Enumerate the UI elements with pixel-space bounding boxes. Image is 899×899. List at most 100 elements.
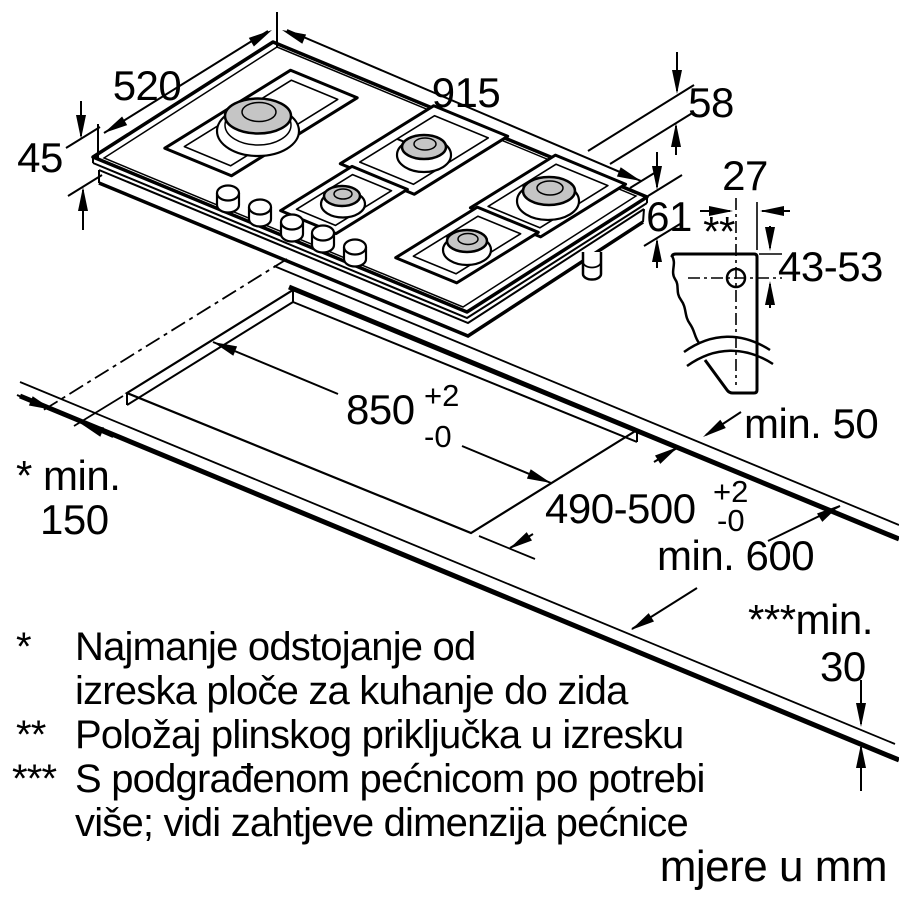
arrowhead bbox=[856, 703, 866, 727]
burner-cap-top bbox=[536, 180, 564, 196]
dimension-line bbox=[644, 432, 702, 457]
label-side-clearance-2: 150 bbox=[40, 496, 109, 543]
units-note: mjere u mm bbox=[660, 842, 887, 891]
control-knobs bbox=[215, 184, 368, 268]
break-line-upper bbox=[683, 335, 771, 354]
label-front-clearance-1: ***min. bbox=[748, 596, 873, 643]
arrowhead bbox=[760, 206, 784, 216]
worktop-line bbox=[126, 301, 294, 406]
burner-grate bbox=[163, 68, 359, 178]
dimension-line bbox=[286, 29, 642, 182]
label-front-clearance-2: 30 bbox=[820, 643, 866, 690]
bracket-outline bbox=[670, 252, 759, 395]
arrowhead bbox=[655, 447, 678, 464]
arrowhead bbox=[652, 238, 662, 262]
arrowhead bbox=[248, 30, 272, 47]
burner-grate bbox=[468, 153, 628, 239]
burner-cap-top bbox=[457, 232, 479, 246]
knob-top bbox=[215, 184, 241, 202]
burner-grate bbox=[279, 164, 409, 236]
label-hob-width: 915 bbox=[432, 69, 501, 116]
label-cutout-length-minus: -0 bbox=[424, 419, 452, 454]
arrowhead bbox=[76, 115, 86, 139]
arrowhead bbox=[213, 342, 238, 356]
arrowhead bbox=[671, 123, 681, 147]
footnote-3-marker: *** bbox=[12, 757, 57, 801]
footnote-2-marker: ** bbox=[16, 713, 46, 757]
arrowhead bbox=[631, 613, 654, 630]
dimension-labels: 520 915 45 58 61 27 ** 43-53 min. 50 850… bbox=[16, 62, 883, 690]
arrowhead bbox=[616, 167, 641, 181]
dimension-line bbox=[103, 30, 269, 134]
dimension-line bbox=[67, 174, 103, 197]
hob-tray-top-edge bbox=[98, 169, 645, 325]
worktop-line bbox=[19, 393, 899, 763]
hob-isometric-view bbox=[91, 40, 649, 338]
burner-cap-top bbox=[333, 188, 353, 200]
label-gas-marker: ** bbox=[703, 208, 735, 255]
dimension-line bbox=[587, 84, 695, 152]
label-side-clearance-1: * min. bbox=[16, 452, 120, 499]
label-gas-depth: 43-53 bbox=[778, 243, 883, 290]
arrowhead bbox=[526, 469, 551, 483]
dimension-line bbox=[73, 395, 124, 427]
footnote-1-line-2: izreska ploče za kuhanje do zida bbox=[75, 669, 629, 713]
label-hob-depth: 520 bbox=[113, 62, 182, 109]
arrowhead bbox=[282, 30, 307, 44]
label-depth-below-top: 61 bbox=[646, 193, 692, 240]
label-hob-height: 45 bbox=[17, 134, 63, 181]
control-knob bbox=[247, 198, 273, 228]
arrowhead bbox=[28, 396, 53, 410]
label-cutout-width-plus: +2 bbox=[713, 474, 748, 509]
footnote-3-line-2: više; vidi zahtjeve dimenzija pećnice bbox=[75, 801, 688, 845]
footnote-1-line-1: Najmanje odstojanje od bbox=[75, 625, 475, 669]
dimension-line bbox=[65, 126, 101, 149]
arrowhead bbox=[709, 206, 733, 216]
label-cutout-width: 490-500 bbox=[545, 485, 696, 532]
control-knob bbox=[279, 213, 305, 243]
dimension-line bbox=[629, 171, 657, 189]
arrowhead bbox=[80, 423, 105, 437]
knob-top bbox=[342, 238, 368, 256]
gas-pipe-coupling bbox=[582, 261, 602, 269]
worktop-line bbox=[19, 381, 896, 745]
dimension-line bbox=[647, 174, 683, 197]
knob-top bbox=[279, 213, 305, 231]
hob-side-band bbox=[92, 162, 648, 320]
gas-connection-detail bbox=[670, 252, 774, 395]
control-knob bbox=[310, 224, 336, 254]
burner-cap bbox=[445, 228, 489, 254]
arrowhead bbox=[765, 227, 775, 251]
footnote-1-marker: * bbox=[16, 625, 31, 669]
dimension-line bbox=[478, 535, 536, 560]
arrowhead bbox=[765, 281, 775, 305]
dimension-arrowheads bbox=[28, 30, 866, 768]
label-worktop-depth: min. 600 bbox=[657, 532, 814, 579]
arrowhead bbox=[856, 744, 866, 768]
control-knob bbox=[215, 184, 241, 214]
footnotes: * Najmanje odstojanje od izreska ploče z… bbox=[12, 625, 705, 845]
arrowhead bbox=[817, 505, 840, 522]
footnote-3-line-1: S podgrađenom pećnicom po potrebi bbox=[75, 757, 705, 801]
label-clearance-rear: min. 50 bbox=[744, 400, 878, 447]
break-line-lower bbox=[686, 349, 774, 368]
burner-grate bbox=[394, 205, 540, 285]
arrowhead bbox=[509, 532, 532, 549]
label-cutout-width-minus: -0 bbox=[717, 503, 745, 538]
footnote-2-line-1: Položaj plinskog priključka u izresku bbox=[75, 713, 683, 757]
dimension-line bbox=[643, 223, 681, 247]
burner-grate bbox=[338, 104, 510, 196]
burner-grates bbox=[163, 68, 628, 285]
knob-top bbox=[310, 224, 336, 242]
bracket-torn-edge bbox=[670, 255, 701, 344]
knob-top bbox=[247, 198, 273, 216]
arrowhead bbox=[104, 116, 128, 133]
dimension-line bbox=[609, 111, 695, 165]
burner-cap-top bbox=[413, 137, 437, 151]
label-cutout-length: 850 bbox=[346, 386, 415, 433]
arrowhead bbox=[78, 187, 88, 211]
worktop-line bbox=[292, 301, 638, 443]
burner-cap bbox=[521, 175, 577, 207]
